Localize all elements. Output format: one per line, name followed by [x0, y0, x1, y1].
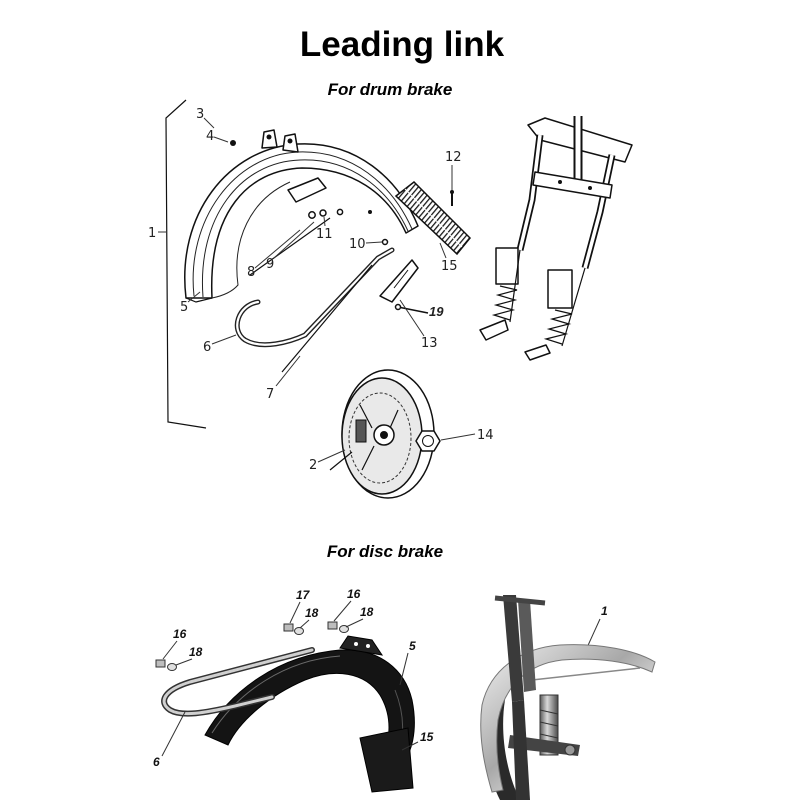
axle-nut [415, 430, 441, 452]
callout-8: 8 [247, 265, 255, 280]
mudflap [394, 181, 472, 256]
leading-link-fork [479, 116, 633, 361]
callout-5: 5 [180, 300, 188, 315]
callout-4: 4 [206, 129, 214, 144]
callout-7: 7 [266, 387, 274, 402]
fork-tube-left [503, 595, 524, 702]
silver-fender [480, 644, 656, 793]
callout-19: 19 [429, 304, 444, 319]
disc-fender-stay [161, 647, 315, 717]
fork-tube-right [518, 600, 536, 692]
disc-leader-lines [161, 600, 601, 757]
fork-top-clamp [494, 595, 546, 606]
axle-bolt [564, 744, 576, 756]
page-title: Leading link [300, 25, 505, 64]
disc-mudflap [359, 727, 414, 793]
callout-3: 3 [196, 107, 204, 122]
assembled-fork-photo [480, 595, 656, 800]
stay-rod [281, 264, 373, 373]
callout-6: 6 [203, 340, 211, 355]
disc-callout-6: 6 [153, 755, 160, 769]
disc-callout-16b: 16 [173, 627, 187, 641]
fender-bridge-bracket [287, 177, 327, 203]
disc-callout-16a: 16 [347, 587, 361, 601]
photo-callout-1: 1 [601, 604, 608, 618]
drum-brake-assembly: 3 4 1 5 6 7 8 9 11 10 12 15 19 13 14 2 [148, 99, 633, 499]
callout-15: 15 [441, 259, 458, 274]
disc-callout-15: 15 [420, 730, 434, 744]
mudflap-screw [450, 190, 454, 206]
callout-9: 9 [266, 257, 274, 272]
assembly-bracket-line [165, 99, 207, 429]
callout-14: 14 [477, 428, 494, 443]
disc-callout-5: 5 [409, 639, 416, 653]
bracket-bolt [394, 303, 429, 314]
callout-11: 11 [316, 227, 333, 242]
disc-callout-18c: 18 [189, 645, 203, 659]
disc-brake-subtitle: For disc brake [327, 542, 443, 561]
lower-fork-leg [512, 700, 530, 800]
disc-fender-mount-bracket [339, 635, 384, 656]
callout-12: 12 [445, 150, 462, 165]
callout-10: 10 [349, 237, 366, 252]
disc-callout-18a: 18 [305, 606, 319, 620]
fender-stay-rod-short [249, 217, 331, 276]
disc-brake-assembly: 17 18 16 18 16 18 5 15 6 1 [153, 587, 656, 800]
fender-mount-tabs [261, 129, 299, 153]
callout-1: 1 [148, 226, 156, 241]
callout-2: 2 [309, 458, 317, 473]
brake-drum [329, 369, 435, 499]
drum-brake-subtitle: For drum brake [328, 80, 453, 99]
small-bolts [230, 140, 389, 246]
bracket-slot [393, 269, 409, 289]
fender-stay [234, 247, 395, 348]
disc-callout-17: 17 [296, 588, 311, 602]
disc-callout-18b: 18 [360, 605, 374, 619]
callout-13: 13 [421, 336, 438, 351]
drum-leader-lines [158, 117, 476, 463]
